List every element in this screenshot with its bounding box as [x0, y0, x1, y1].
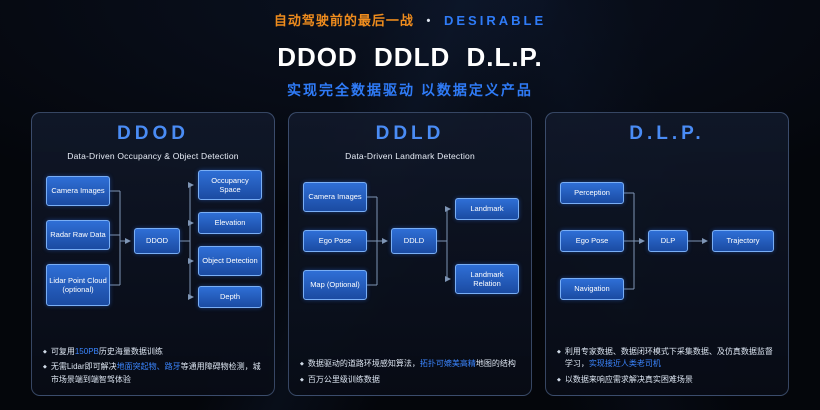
bullet-text: 数据驱动的道路环境感知算法，拓扑可媲美高精地图的结构 — [307, 359, 516, 369]
cards-row: DDOD Data-Driven Occupancy & Object Dete… — [31, 112, 789, 396]
node-dlp-center: DLP — [648, 230, 688, 252]
node-navigation: Navigation — [560, 278, 624, 300]
tagline: 自动驾驶前的最后一战 • DESIRABLE — [0, 10, 820, 29]
bullet-icon — [43, 346, 47, 358]
tagline-en: DESIRABLE — [444, 13, 547, 28]
tagline-zh: 自动驾驶前的最后一战 — [273, 13, 414, 28]
bullet-text: 利用专家数据、数据闭环模式下采集数据、及仿真数据监督学习，实现接近人类老司机 — [564, 346, 773, 369]
node-camera-images: Camera Images — [46, 176, 110, 206]
bullet-item: 以数据来响应需求解决真实困难场景 — [557, 374, 778, 386]
node-perception: Perception — [560, 182, 624, 204]
bullet-item: 数据驱动的道路环境感知算法，拓扑可媲美高精地图的结构 — [300, 358, 521, 370]
bullet-icon — [557, 374, 561, 386]
ddld-flow-diagram: Camera Images Ego Pose Map (Optional) DD… — [299, 168, 523, 318]
page-title: DDOD DDLD D.L.P. — [277, 42, 543, 72]
card-ddld: DDLD Data-Driven Landmark Detection Came… — [288, 112, 532, 396]
node-object-detection: Object Detection — [198, 246, 262, 276]
bullet-item: 利用专家数据、数据闭环模式下采集数据、及仿真数据监督学习，实现接近人类老司机 — [557, 346, 778, 371]
node-ddod-center: DDOD — [134, 228, 180, 254]
ddod-flow-diagram: Camera Images Radar Raw Data Lidar Point… — [42, 168, 266, 318]
bullet-icon — [300, 374, 304, 386]
bullet-text: 以数据来响应需求解决真实困难场景 — [564, 374, 693, 384]
card-dlp-subtitle — [556, 151, 778, 161]
node-lidar-point-cloud: Lidar Point Cloud (optional) — [46, 264, 110, 306]
ddld-connector-lines — [367, 196, 451, 286]
card-ddld-title: DDLD — [375, 123, 445, 144]
node-map-optional: Map (Optional) — [303, 270, 367, 300]
bullet-text: 可复用150PB历史海量数据训练 — [50, 346, 163, 356]
node-landmark-relation: Landmark Relation — [455, 264, 519, 294]
dlp-flow-diagram: Perception Ego Pose Navigation DLP Traje… — [556, 168, 780, 318]
bullet-item: 百万公里级训练数据 — [300, 374, 521, 386]
card-dlp: D.L.P. Perception Ego Pose Navigation DL — [545, 112, 789, 396]
card-ddod: DDOD Data-Driven Occupancy & Object Dete… — [31, 112, 275, 396]
bullet-text: 无需Lidar即可解决地面突起物、路牙等通用障碍物检测，城市场景端到端智驾体验 — [50, 362, 261, 384]
node-ego-pose: Ego Pose — [560, 230, 624, 252]
node-occupancy-space: Occupancy Space — [198, 170, 262, 200]
bullet-item: 可复用150PB历史海量数据训练 — [43, 346, 264, 358]
slide: 自动驾驶前的最后一战 • DESIRABLE DDOD DDLD D.L.P. … — [0, 0, 820, 396]
node-camera-images: Camera Images — [303, 182, 367, 212]
node-trajectory: Trajectory — [712, 230, 774, 252]
page-subtitle: 实现完全数据驱动 以数据定义产品 — [287, 82, 533, 98]
tagline-separator-dot: • — [426, 15, 432, 27]
node-elevation: Elevation — [198, 212, 262, 234]
node-ego-pose: Ego Pose — [303, 230, 367, 252]
bullet-item: 无需Lidar即可解决地面突起物、路牙等通用障碍物检测，城市场景端到端智驾体验 — [43, 361, 264, 386]
bullet-icon — [557, 346, 561, 371]
dlp-bullets: 利用专家数据、数据闭环模式下采集数据、及仿真数据监督学习，实现接近人类老司机 以… — [557, 343, 778, 386]
node-depth: Depth — [198, 286, 262, 308]
ddod-bullets: 可复用150PB历史海量数据训练 无需Lidar即可解决地面突起物、路牙等通用障… — [43, 343, 264, 386]
node-ddld-center: DDLD — [391, 228, 437, 254]
card-dlp-title: D.L.P. — [629, 123, 705, 144]
slide-header: 自动驾驶前的最后一战 • DESIRABLE DDOD DDLD D.L.P. … — [0, 0, 820, 100]
card-ddod-subtitle: Data-Driven Occupancy & Object Detection — [67, 151, 239, 161]
bullet-icon — [43, 361, 47, 386]
node-radar-raw-data: Radar Raw Data — [46, 220, 110, 250]
bullet-text: 百万公里级训练数据 — [307, 374, 380, 384]
bullet-icon — [300, 358, 304, 370]
node-landmark: Landmark — [455, 198, 519, 220]
ddod-connector-lines — [110, 182, 194, 300]
dlp-connector-lines — [624, 192, 708, 290]
card-ddod-title: DDOD — [117, 123, 189, 144]
card-ddld-subtitle: Data-Driven Landmark Detection — [345, 151, 475, 161]
ddld-bullets: 数据驱动的道路环境感知算法，拓扑可媲美高精地图的结构 百万公里级训练数据 — [300, 355, 521, 386]
